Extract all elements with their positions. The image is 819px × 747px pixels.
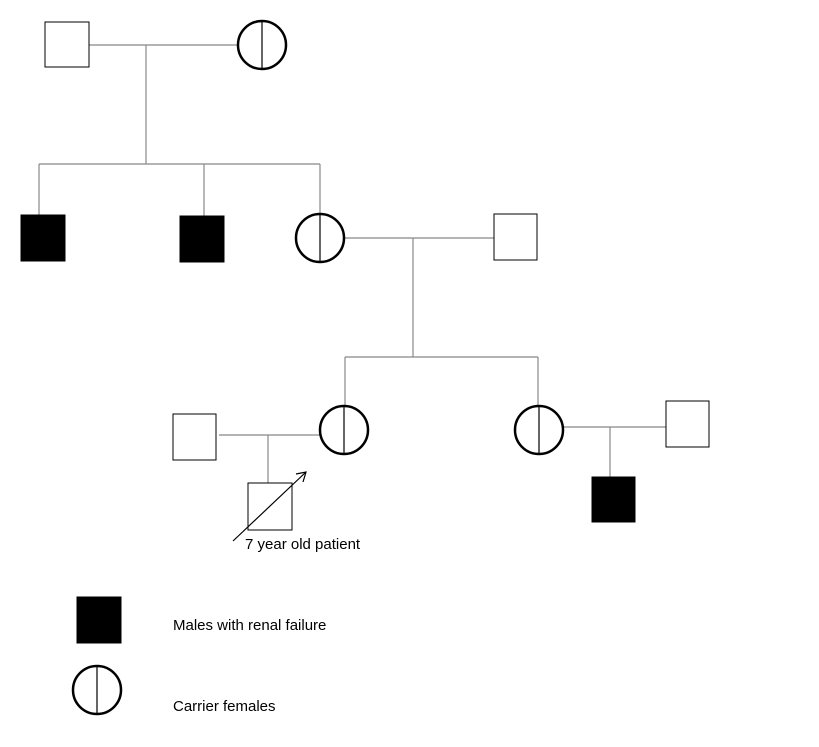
carrier-female [236,19,288,71]
pedigree-lines [38,44,666,483]
affected-male [20,214,66,262]
affected-male [591,476,636,523]
legend-carrier-label: Carrier females [173,698,276,715]
unaffected-male [44,21,90,68]
affected-male [179,215,225,263]
patient-label: 7 year old patient [245,536,361,553]
unaffected-male [172,413,217,461]
legend-affected-male-symbol [76,596,122,644]
carrier-female [294,212,346,264]
carrier-female [513,404,565,456]
unaffected-male [665,400,710,448]
legend-affected-label: Males with renal failure [173,617,327,634]
unaffected-male [493,213,538,261]
proband-arrow [232,471,307,542]
legend-carrier-female-symbol [71,664,123,716]
carrier-female [318,404,370,456]
